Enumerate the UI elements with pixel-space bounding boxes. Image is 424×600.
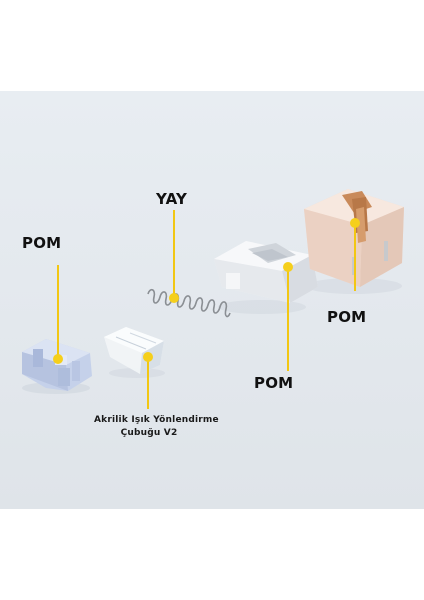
pointer-dot-acrylic (143, 352, 153, 362)
pointer-dot-bottom-housing (350, 218, 360, 228)
product-photo (0, 91, 424, 509)
pointer-dot-stem (53, 354, 63, 364)
label-pom-stem: POM (22, 234, 62, 252)
label-acrylic-line2: Çubuğu V2 (120, 428, 178, 438)
pointer-dots (53, 218, 360, 364)
spring (147, 288, 231, 318)
pointer-dot-top-housing (283, 262, 293, 272)
label-acrylic-light-guide: Akrilik Işık Yönlendirme Çubuğu V2 (94, 414, 219, 440)
stem-part (22, 339, 92, 391)
label-pom-bottom-housing: POM (327, 308, 367, 326)
label-acrylic-line1: Akrilik Işık Yönlendirme (94, 415, 219, 425)
label-pom-top-housing: POM (254, 374, 294, 392)
switch-parts-illustration (22, 189, 404, 409)
acrylic-light-guide (104, 327, 164, 374)
label-yay-spring: YAY (156, 190, 188, 208)
pointer-dot-spring (169, 293, 179, 303)
pointer-lines (57, 210, 356, 409)
top-housing (214, 241, 318, 303)
